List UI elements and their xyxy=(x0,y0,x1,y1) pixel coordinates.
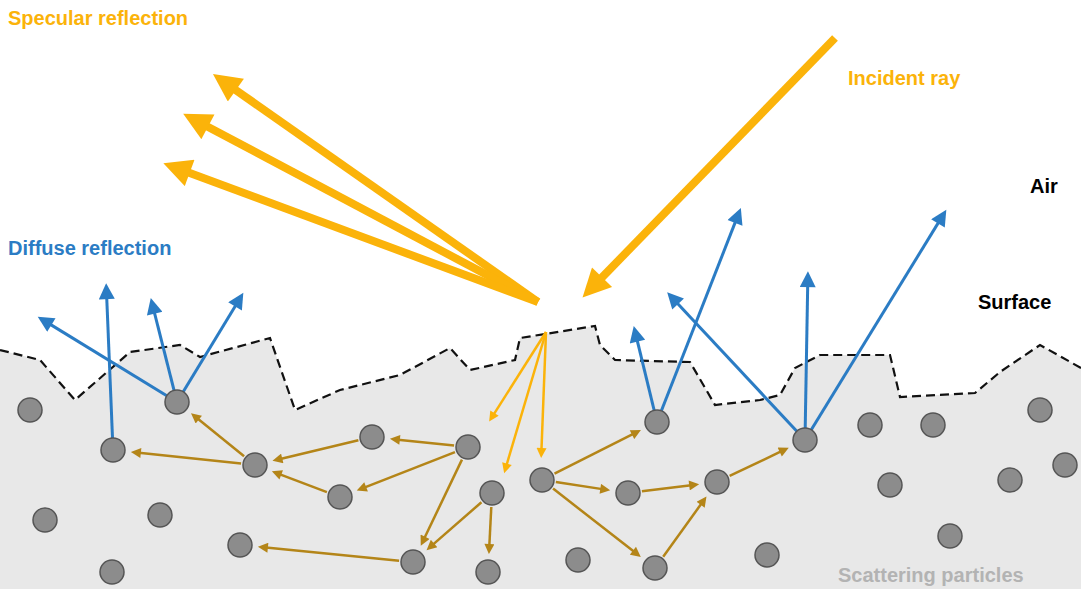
scattering-particle xyxy=(755,543,779,567)
scatter-arrow xyxy=(663,503,702,557)
scatter-arrow xyxy=(433,502,482,545)
scattering-particle xyxy=(101,438,125,462)
scattering-particle xyxy=(1028,398,1052,422)
scattering-particle xyxy=(566,548,590,572)
scattering-particle xyxy=(858,413,882,437)
scattering-particle xyxy=(705,470,729,494)
diffuse-arrow xyxy=(107,296,113,438)
scattering-particle xyxy=(165,390,189,414)
scattering-particle xyxy=(243,453,267,477)
particle-group xyxy=(18,390,1077,584)
scatter-arrow xyxy=(730,451,782,476)
scattering-particle xyxy=(456,435,480,459)
diffuse-arrow-group xyxy=(49,220,940,438)
scattering-particle xyxy=(878,473,902,497)
air-label: Air xyxy=(1030,174,1058,198)
scattering-particle xyxy=(793,428,817,452)
specular-arrow xyxy=(231,87,538,302)
scattering-particle xyxy=(328,485,352,509)
scattering-particle xyxy=(643,556,667,580)
specular-arrow xyxy=(203,124,538,302)
scattering-particle xyxy=(100,560,124,584)
specular-arrow xyxy=(184,171,538,302)
scattering-particle xyxy=(228,533,252,557)
scattering-particle xyxy=(360,425,384,449)
incident-arrow xyxy=(598,38,835,281)
scatter-arrow xyxy=(424,460,462,539)
scatter-arrow-group xyxy=(139,418,782,560)
scattering-particle xyxy=(530,468,554,492)
scattering-particle xyxy=(921,413,945,437)
scatter-arrow xyxy=(642,485,691,491)
scattering-particle xyxy=(476,560,500,584)
incident-arrow-group xyxy=(598,38,835,281)
scattering-particle xyxy=(480,481,504,505)
scattering-particle xyxy=(148,503,172,527)
particles-label: Scattering particles xyxy=(838,563,1024,587)
scatter-arrow xyxy=(197,418,244,456)
diffuse-label: Diffuse reflection xyxy=(8,236,171,260)
surface-label: Surface xyxy=(978,290,1051,314)
scatter-arrow xyxy=(280,440,358,459)
scatter-arrow xyxy=(279,474,327,492)
scatter-arrow xyxy=(489,507,491,546)
scatter-arrow xyxy=(398,440,454,446)
specular-arrow-group xyxy=(184,87,538,302)
diffuse-arrow xyxy=(637,339,654,411)
scatter-arrow xyxy=(556,482,602,489)
scatter-arrow xyxy=(364,452,455,487)
diffuse-arrow xyxy=(805,284,808,428)
scattering-particle xyxy=(1053,453,1077,477)
diffuse-arrow xyxy=(154,311,174,391)
refracted-arrow-group xyxy=(493,332,546,465)
refracted-arrow xyxy=(506,332,546,465)
refracted-arrow xyxy=(493,332,546,415)
scattering-particle xyxy=(616,481,640,505)
scattering-particle xyxy=(18,398,42,422)
scattering-particle xyxy=(938,524,962,548)
diffuse-arrow xyxy=(661,220,736,411)
scattering-particle xyxy=(401,550,425,574)
specular-label: Specular reflection xyxy=(8,6,188,30)
scatter-arrow xyxy=(266,548,399,561)
diffuse-arrow xyxy=(183,304,236,392)
scattering-particle xyxy=(33,508,57,532)
scattering-particle xyxy=(645,410,669,434)
diffuse-arrow xyxy=(676,302,797,432)
scatter-arrow xyxy=(555,434,634,474)
diffuse-arrow xyxy=(811,221,939,430)
scattering-particle xyxy=(998,468,1022,492)
medium-region xyxy=(0,326,1081,589)
refracted-arrow xyxy=(541,332,546,450)
scatter-arrow xyxy=(139,453,241,464)
incident-label: Incident ray xyxy=(848,66,960,90)
